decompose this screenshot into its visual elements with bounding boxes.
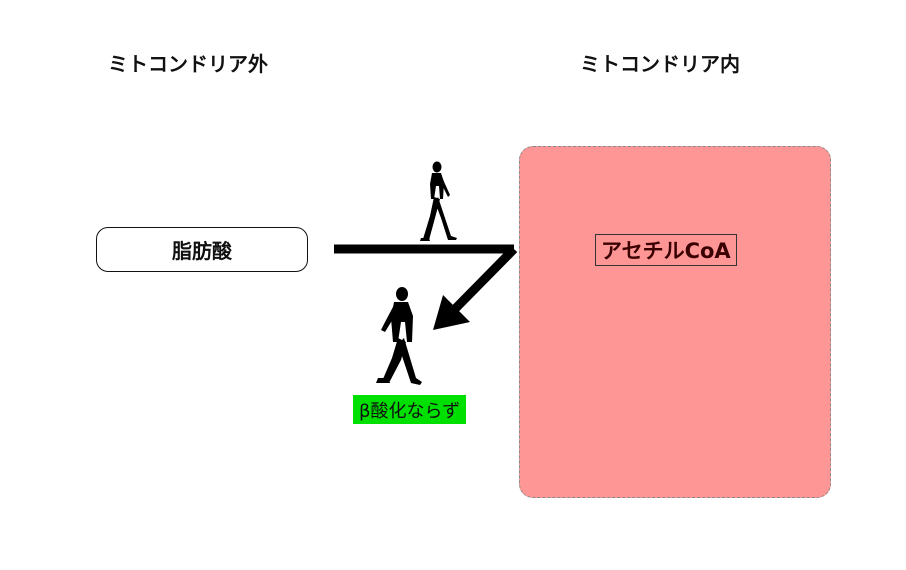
mitochondria-inside-label: ミトコンドリア内 — [580, 52, 740, 76]
acetyl-coa-node: アセチルCoA — [595, 234, 737, 266]
fatty-acid-node: 脂肪酸 — [96, 227, 308, 272]
return-arrow-head — [433, 295, 470, 330]
beta-oxidation-not-label: β酸化ならず — [353, 395, 467, 424]
mitochondria-outside-label: ミトコンドリア外 — [108, 52, 268, 76]
return-arrow — [448, 245, 518, 316]
mitochondria-region — [519, 146, 831, 498]
walking-person-icon — [376, 287, 422, 385]
walking-person-icon — [420, 161, 457, 241]
